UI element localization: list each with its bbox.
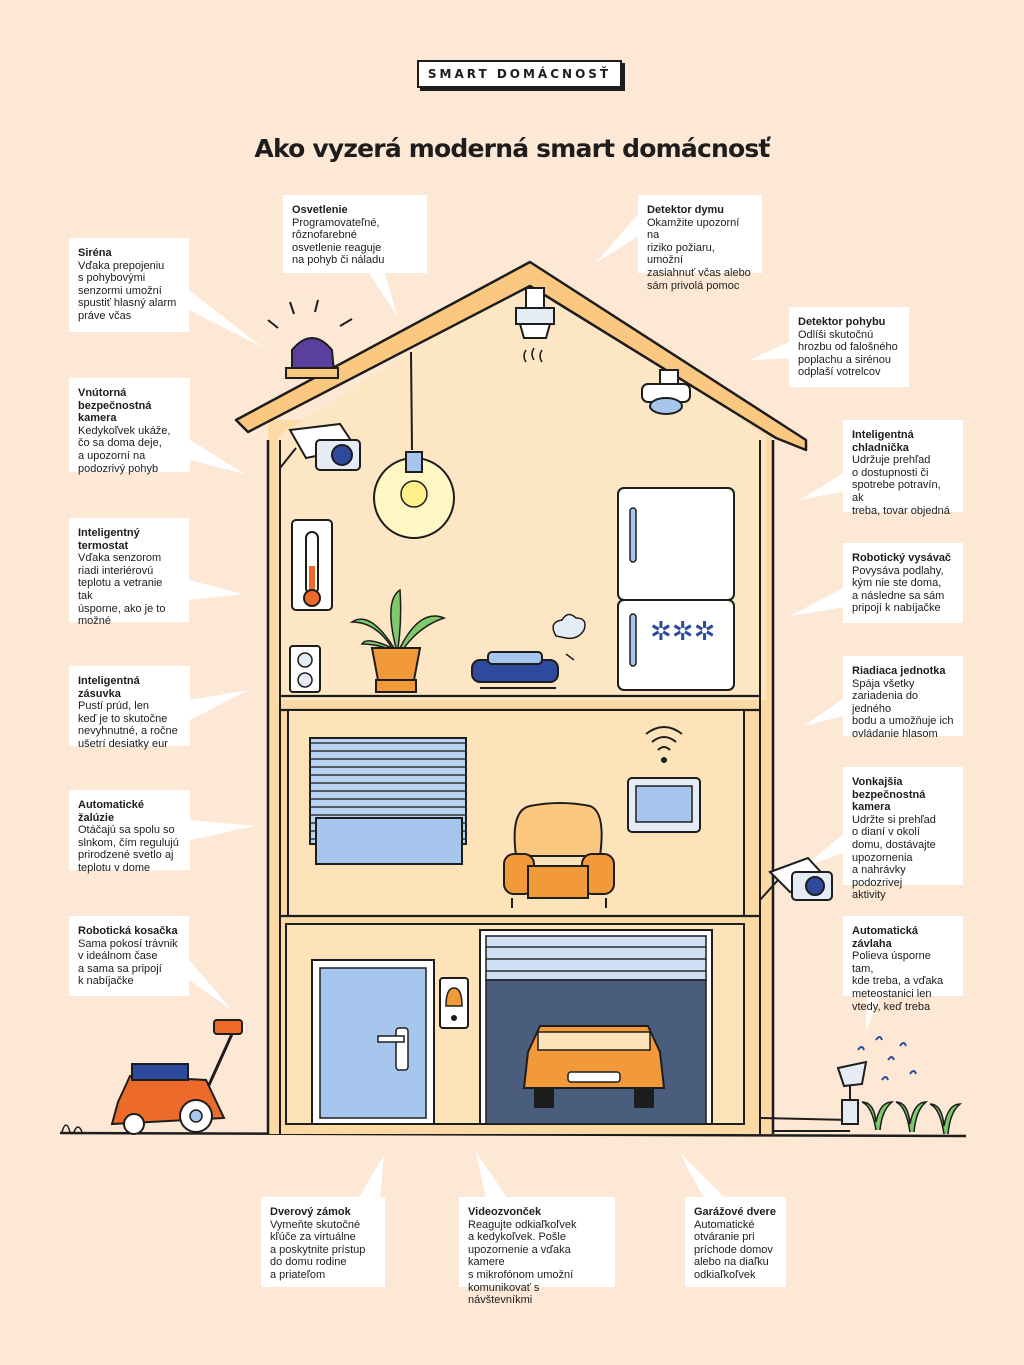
callout-lawn-mower: Robotická kosačka Sama pokosí trávnik v … (69, 916, 189, 996)
callout-title: Detektor pohybu (798, 316, 886, 328)
callout-title: Inteligentná zásuvka (78, 675, 140, 700)
callout-thermostat: Inteligentný termostat Vďaka senzorom ri… (69, 518, 189, 627)
siren-icon (267, 299, 353, 379)
indoor-camera-icon (279, 422, 361, 471)
callout-text: Programovateľné, rôznofarebné osvetlenie… (292, 216, 385, 267)
callout-title: Osvetlenie (292, 204, 348, 216)
callout-title: Inteligentná chladnička (852, 429, 914, 454)
ground-line (59, 1131, 967, 1138)
callout-lighting: Osvetlenie Programovateľné, rôznofarebné… (283, 195, 427, 273)
callout-title: Automatické žalúzie (78, 799, 145, 824)
callout-text: Otáčajú sa spolu so slnkom, čím regulujú… (78, 824, 179, 874)
smoke-detector-icon (515, 287, 555, 363)
thermostat-icon (291, 519, 333, 611)
callout-title: Dverový zámok (270, 1206, 351, 1218)
callout-title: Robotický vysávač (852, 552, 952, 564)
fridge-icon: ✲✲✲ (617, 487, 735, 691)
callout-text: Kedykoľvek ukáže, čo sa doma deje, a upo… (78, 424, 171, 475)
callout-text: Vďaka senzorom riadi interiérovú teplotu… (78, 552, 166, 628)
callout-garage-door: Garážové dvere Automatické otváranie pri… (685, 1197, 786, 1287)
svg-text:✲✲✲: ✲✲✲ (650, 617, 715, 647)
callout-irrigation: Automatická závlaha Polieva úsporne tam,… (843, 916, 963, 1013)
callout-smart-fridge: Inteligentná chladnička Udržuje prehľad … (843, 420, 963, 517)
callout-text: Pustí prúd, len keď je to skutočne nevyh… (78, 700, 178, 750)
callout-text: Sama pokosí trávnik v ideálnom čase a sa… (78, 937, 178, 988)
plant-icon (349, 588, 447, 693)
garage-door-icon (479, 929, 713, 1125)
callout-blinds: Automatické žalúzie Otáčajú sa spolu so … (69, 790, 190, 874)
control-unit-icon (627, 726, 701, 833)
smart-socket-icon (289, 645, 321, 693)
armchair-icon (503, 802, 615, 908)
sprinkler-icon (836, 1036, 963, 1135)
callout-title: Inteligentný termostat (78, 527, 140, 552)
video-doorbell-icon (439, 977, 469, 1029)
callout-smoke-detector: Detektor dymu Okamžite upozorní na rizik… (638, 195, 762, 292)
callout-title: Siréna (78, 247, 112, 259)
callout-pointers (189, 214, 890, 1199)
callout-text: Okamžite upozorní na riziko požiaru, umo… (647, 216, 751, 292)
callout-text: Automatické otváranie pri príchode domov… (694, 1218, 773, 1281)
callout-title: Detektor dymu (647, 204, 725, 216)
callout-video-doorbell: Videozvonček Reagujte odkiaľkoľvek a ked… (459, 1197, 615, 1306)
callout-text: Polieva úsporne tam, kde treba, a vďaka … (852, 950, 944, 1013)
callout-outdoor-camera: Vonkajšia bezpečnostná kamera Udržte si … (843, 767, 963, 901)
robot-vacuum-icon (471, 613, 586, 689)
callout-title: Videozvonček (468, 1206, 542, 1218)
callout-text: Vďaka prepojeniu s pohybovými senzormi u… (78, 259, 177, 322)
callout-text: Vymeňte skutočné kľúče za virtuálne a po… (270, 1218, 366, 1281)
window-blinds-icon (309, 737, 467, 865)
outdoor-camera-icon (759, 856, 833, 901)
motion-detector-icon (641, 369, 691, 415)
callout-door-lock: Dverový zámok Vymeňte skutočné kľúče za … (261, 1197, 385, 1287)
callout-title: Vnútorná bezpečnostná kamera (78, 387, 152, 425)
callout-smart-socket: Inteligentná zásuvka Pustí prúd, len keď… (69, 666, 190, 750)
callout-indoor-camera: Vnútorná bezpečnostná kamera Kedykoľvek … (69, 378, 190, 475)
callout-text: Reagujte odkiaľkoľvek a kedykoľvek. Pošl… (468, 1218, 577, 1307)
callout-title: Automatická závlaha (852, 925, 919, 950)
lawn-mower-icon (61, 1019, 243, 1135)
page-title: Ako vyzerá moderná smart domácnosť (254, 134, 770, 163)
callout-text: Povysáva podlahy, kým nie ste doma, a ná… (852, 564, 945, 615)
callout-title: Garážové dvere (694, 1206, 776, 1218)
callout-siren: Siréna Vďaka prepojeniu s pohybovými sen… (69, 238, 189, 332)
ceiling-light-icon (373, 351, 455, 539)
section-tag: SMART DOMÁCNOSŤ (417, 60, 622, 88)
callout-title: Robotická kosačka (78, 925, 178, 937)
callout-control-unit: Riadiaca jednotka Spája všetky zariadeni… (843, 656, 963, 740)
front-door-icon (311, 959, 435, 1125)
callout-title: Vonkajšia bezpečnostná kamera (852, 776, 926, 814)
callout-text: Udržuje prehľad o dostupnosti či spotreb… (852, 454, 950, 517)
callout-text: Udržte si prehľad o dianí v okolí domu, … (852, 813, 936, 902)
callout-text: Spája všetky zariadenia do jedného bodu … (852, 677, 954, 740)
callout-text: Odlíši skutočnú hrozbu od falošného popl… (798, 328, 898, 379)
callout-robot-vacuum: Robotický vysávač Povysáva podlahy, kým … (843, 543, 963, 623)
callout-motion-detector: Detektor pohybu Odlíši skutočnú hrozbu o… (789, 307, 909, 387)
callout-title: Riadiaca jednotka (852, 665, 946, 677)
